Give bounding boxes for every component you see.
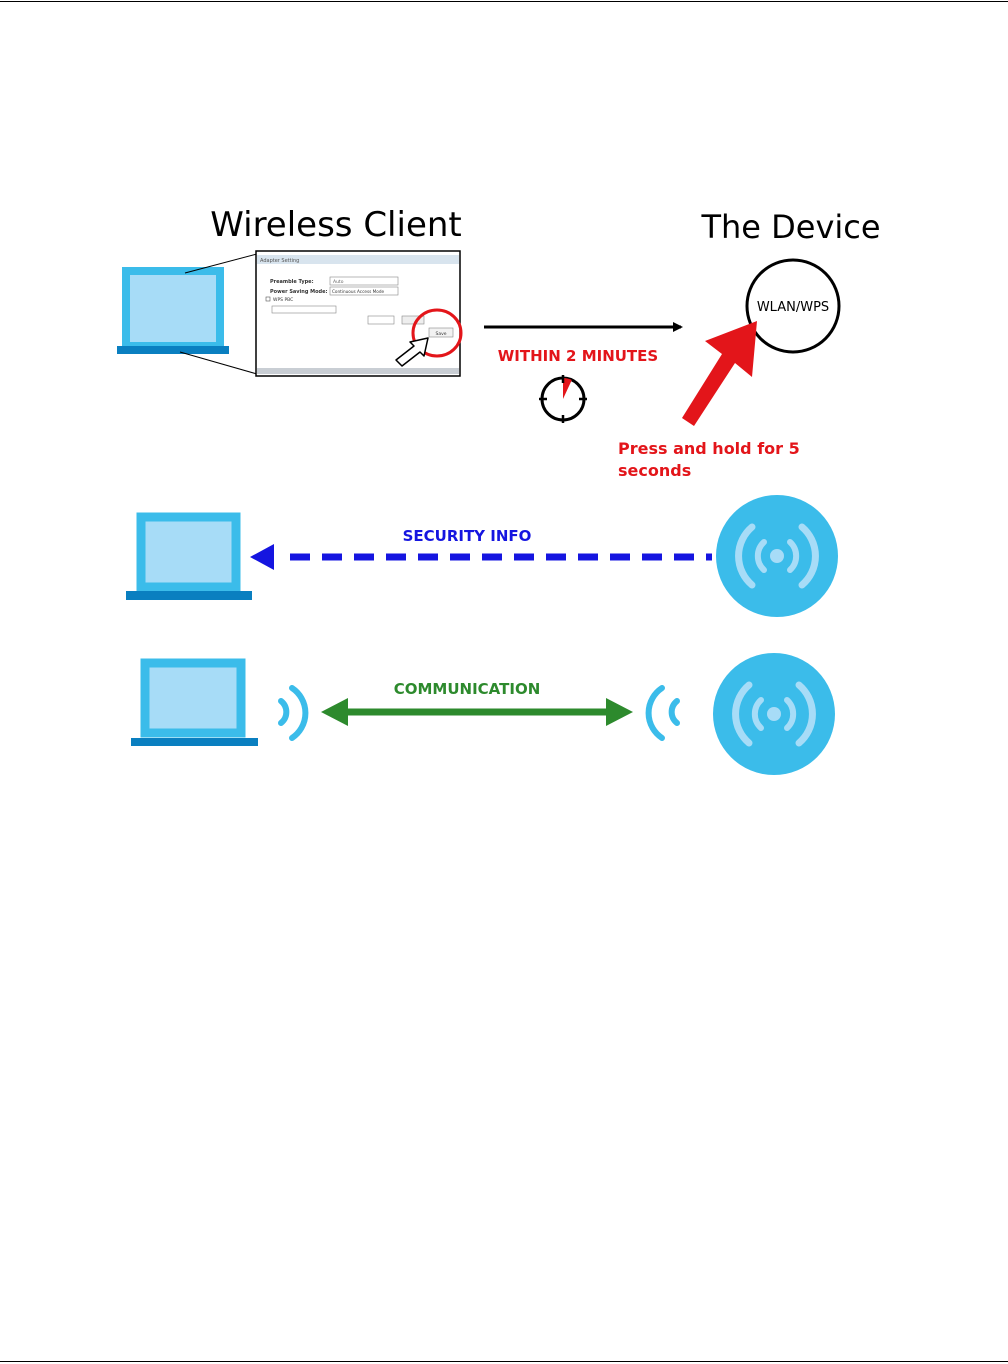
save-label: Save: [435, 331, 446, 337]
screenshot-window-title: Adapter Setting: [260, 258, 299, 264]
clock-icon: [539, 375, 587, 423]
security-info-arrowhead: [250, 544, 274, 570]
communication-arrowhead-left: [321, 698, 348, 726]
wireless-access-point-icon: [716, 495, 838, 617]
signal-waves-icon: [649, 688, 677, 738]
signal-waves-icon: [281, 688, 305, 738]
wps-option-box: [272, 306, 336, 313]
wireless-client-title: Wireless Client: [210, 205, 462, 245]
preamble-label: Preamble Type:: [270, 279, 314, 285]
wlan-wps-label: WLAN/WPS: [757, 300, 829, 315]
wireless-access-point-icon: [713, 653, 835, 775]
press-hold-line1: Press and hold for 5: [618, 439, 800, 458]
press-arrow: [682, 321, 757, 426]
communication-arrowhead-right: [606, 698, 633, 726]
wps-label: WPS PBC: [273, 297, 293, 303]
pin-input: [368, 316, 394, 324]
preamble-value: Auto: [333, 279, 344, 285]
zoom-line-bottom: [180, 352, 257, 374]
laptop-icon: [131, 663, 258, 746]
adapter-setting-screenshot: Adapter Setting Preamble Type: Auto Powe…: [256, 251, 461, 376]
screenshot-footer: [257, 368, 459, 374]
laptop-icon: [126, 517, 252, 600]
power-saving-label: Power Saving Mode:: [270, 289, 328, 295]
wps-checkbox: [266, 297, 270, 301]
device-title: The Device: [700, 208, 880, 246]
security-info-label: SECURITY INFO: [403, 527, 532, 545]
communication-label: COMMUNICATION: [394, 680, 541, 698]
power-saving-value: Continuous Access Mode: [332, 289, 384, 294]
within-two-minutes-label: WITHIN 2 MINUTES: [498, 347, 658, 365]
laptop-icon: [117, 271, 229, 354]
press-hold-line2: seconds: [618, 461, 691, 480]
